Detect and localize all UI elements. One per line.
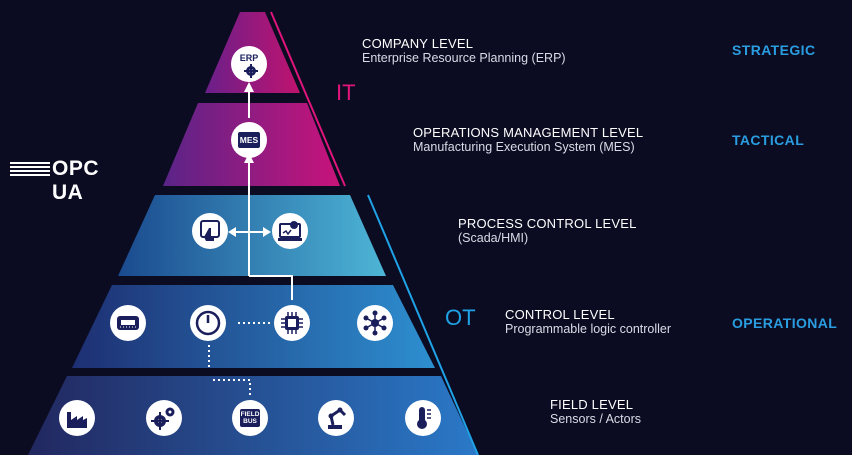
level-title: OPERATIONS MANAGEMENT LEVEL	[413, 125, 644, 140]
field-bus-icon: FIELD BUS	[232, 400, 268, 436]
level-operations: OPERATIONS MANAGEMENT LEVEL Manufacturin…	[413, 125, 643, 155]
field-bus-text-2: BUS	[243, 418, 257, 425]
logo-text: OPC UA	[52, 157, 100, 204]
level-title: COMPANY LEVEL	[362, 36, 474, 51]
ot-boundary-line	[367, 194, 479, 455]
arrowhead-up-erp	[244, 82, 254, 92]
robot-arm-icon	[318, 400, 354, 436]
mes-icon: MES	[231, 122, 267, 158]
field-bus-text-1: FIELD	[240, 411, 260, 418]
arrowhead-right	[263, 227, 271, 237]
erp-badge-text: ERP	[239, 53, 259, 63]
chip-icon	[274, 305, 310, 341]
level-subtitle: (Scada/HMI)	[458, 231, 529, 245]
gauge-icon	[190, 305, 226, 341]
gears-icon	[146, 400, 182, 436]
level-subtitle: Enterprise Resource Planning (ERP)	[362, 51, 566, 65]
thermometer-icon	[405, 400, 441, 436]
category-tactical: TACTICAL	[732, 132, 805, 148]
monitor-gear-icon	[272, 213, 308, 249]
level-process: PROCESS CONTROL LEVEL (Scada/HMI)	[458, 216, 637, 246]
level-subtitle: Manufacturing Execution System (MES)	[413, 140, 635, 154]
controller-module-icon	[110, 305, 146, 341]
level-company: COMPANY LEVEL Enterprise Resource Planni…	[362, 36, 566, 66]
erp-gear-icon: ERP	[231, 46, 267, 82]
dotted-links	[208, 322, 272, 398]
level-subtitle: Sensors / Actors	[550, 412, 642, 426]
tier-process	[118, 195, 386, 276]
level-control: CONTROL LEVEL Programmable logic control…	[505, 307, 671, 337]
category-operational: OPERATIONAL	[732, 315, 838, 331]
network-icon	[357, 305, 393, 341]
touchscreen-icon	[192, 213, 228, 249]
mes-badge-text: MES	[239, 135, 259, 145]
level-subtitle: Programmable logic controller	[505, 322, 672, 336]
it-boundary-line	[270, 11, 346, 187]
zone-it-label: IT	[336, 80, 356, 105]
tier-control	[72, 285, 435, 368]
zone-ot-label: OT	[445, 305, 476, 330]
level-title: FIELD LEVEL	[550, 397, 634, 412]
level-title: PROCESS CONTROL LEVEL	[458, 216, 637, 231]
level-title: CONTROL LEVEL	[505, 307, 615, 322]
arrowhead-up-mes	[244, 153, 254, 163]
level-field: FIELD LEVEL Sensors / Actors	[550, 397, 641, 427]
factory-icon	[59, 400, 95, 436]
arrowhead-left	[228, 227, 236, 237]
category-strategic: STRATEGIC	[732, 42, 816, 58]
connector-lines	[232, 88, 293, 300]
logo-stripes	[10, 162, 50, 178]
